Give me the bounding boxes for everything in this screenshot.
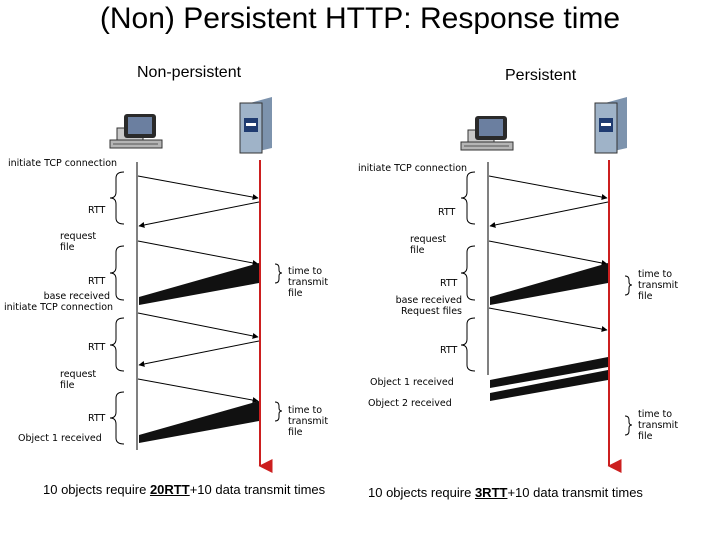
- label-object2-received-right: Object 2 received: [368, 398, 452, 409]
- label-rtt-right-1: RTT: [438, 207, 456, 218]
- rtt-bracket-left-2: [109, 245, 125, 301]
- label-rtt-left-1: RTT: [88, 205, 106, 216]
- label-rtt-right-3: RTT: [440, 345, 458, 356]
- rtt-bracket-right-1: [460, 171, 476, 225]
- label-rtt-left-4: RTT: [88, 413, 106, 424]
- summary-nonpersistent-prefix: 10 objects require: [43, 482, 150, 497]
- summary-nonpersistent-suffix: +10 data transmit times: [189, 482, 326, 497]
- summary-persistent-suffix: +10 data transmit times: [507, 485, 643, 500]
- request-arrow-right: [488, 240, 608, 266]
- file-transmit-wedge-left-1: [139, 263, 259, 305]
- client-computer-icon-right: [460, 116, 514, 151]
- label-initiate-tcp-left: initiate TCP connection: [8, 158, 118, 169]
- rtt-bracket-left-4: [109, 391, 125, 445]
- summary-nonpersistent-highlight: 20RTT: [149, 482, 190, 497]
- synack-arrow-left: [138, 201, 260, 228]
- label-request-file-right: request file: [410, 234, 447, 256]
- client-computer-icon-left: [109, 114, 163, 149]
- label-base-received-right: base received Request files: [395, 295, 462, 317]
- syn-arrow-left: [137, 175, 259, 200]
- file-transmit-wedge-right-1: [490, 263, 608, 305]
- transmit-bracket-left-2: [274, 401, 283, 422]
- label-time-to-transmit-right-2: time to transmit file: [638, 409, 679, 442]
- label-request-file-left-2: request file: [60, 369, 97, 391]
- heading-nonpersistent: Non-persistent: [137, 64, 242, 81]
- label-initiate-tcp-right: initiate TCP connection: [358, 163, 468, 174]
- server-icon-right: [594, 97, 627, 154]
- label-rtt-left-3: RTT: [88, 342, 106, 353]
- rtt-bracket-right-3: [460, 317, 476, 372]
- requests-arrow-right: [488, 307, 608, 332]
- label-object1-received-left: Object 1 received: [18, 433, 102, 444]
- rtt-bracket-left-3: [109, 317, 125, 372]
- label-time-to-transmit-left-2: time to transmit file: [288, 405, 329, 438]
- request-arrow-left-2: [137, 378, 259, 403]
- label-rtt-left-2: RTT: [88, 276, 106, 287]
- transmit-bracket-left-1: [274, 263, 283, 284]
- summary-nonpersistent: 10 objects require 20RTT+10 data transmi…: [43, 482, 325, 497]
- label-time-to-transmit-left-1: time to transmit file: [288, 266, 329, 299]
- synack-arrow-left-2: [138, 340, 260, 367]
- page-title: (Non) Persistent HTTP: Response time: [99, 2, 621, 35]
- label-time-to-transmit-right-1: time to transmit file: [638, 269, 679, 302]
- summary-persistent: 10 objects require 3RTT+10 data transmit…: [368, 485, 643, 500]
- file-transmit-wedge-left-2: [139, 401, 259, 443]
- label-object1-received-right: Object 1 received: [370, 377, 454, 388]
- label-base-received-left: base received initiate TCP connection: [4, 291, 114, 313]
- syn-arrow-right: [488, 175, 608, 200]
- server-icon-left: [239, 97, 272, 154]
- request-arrow-left-1: [137, 240, 259, 266]
- heading-persistent: Persistent: [505, 67, 577, 84]
- label-rtt-right-2: RTT: [440, 278, 458, 289]
- rtt-bracket-left-1: [109, 171, 125, 225]
- synack-arrow-right: [489, 201, 609, 228]
- transmit-bracket-right-2: [624, 415, 633, 436]
- transmit-bracket-right-1: [624, 275, 633, 296]
- rtt-bracket-right-2: [460, 245, 476, 301]
- syn-arrow-left-2: [137, 312, 259, 339]
- object2-wedge-right: [490, 370, 608, 401]
- object1-wedge-right: [490, 357, 608, 388]
- label-request-file-left-1: request file: [60, 231, 97, 253]
- summary-persistent-highlight: 3RTT: [474, 485, 508, 500]
- summary-persistent-prefix: 10 objects require: [368, 485, 475, 500]
